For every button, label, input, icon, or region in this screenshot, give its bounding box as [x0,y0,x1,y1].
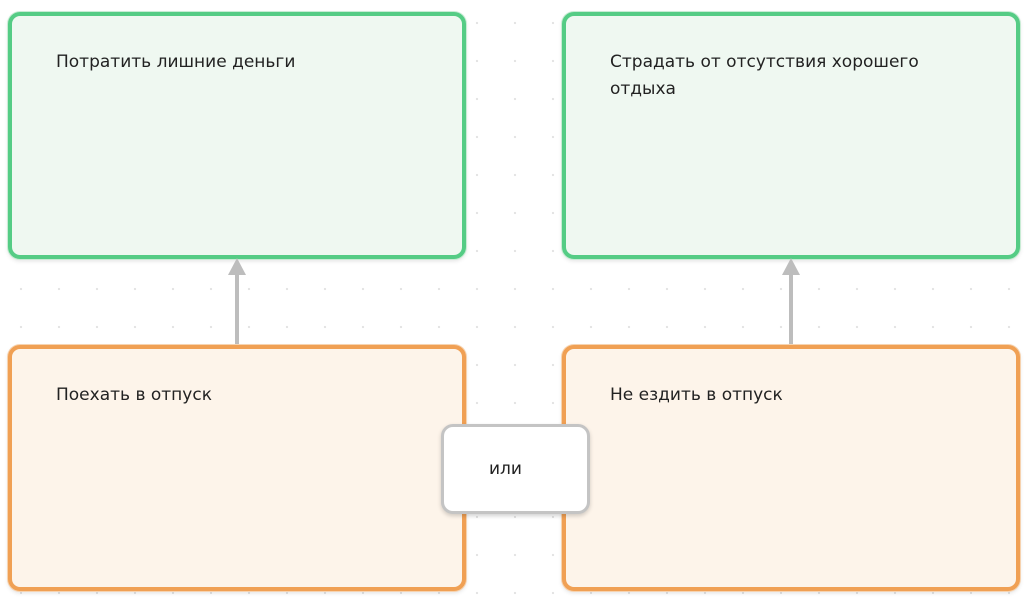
arrow-up-connector-right [782,258,800,344]
consequence-card-suffer-no-rest[interactable]: Страдать от отсутствия хорошего отдыха [562,12,1020,259]
consequence-card-spend-money[interactable]: Потратить лишние деньги [8,12,466,259]
consequence-card-suffer-no-rest-text: Страдать от отсутствия хорошего отдыха [610,52,919,99]
option-card-skip-vacation-text: Не ездить в отпуск [610,385,783,405]
or-connector-node[interactable]: или [441,424,590,514]
arrow-right-head [782,258,800,275]
option-card-skip-vacation[interactable]: Не ездить в отпуск [562,345,1020,591]
option-card-go-on-vacation-text: Поехать в отпуск [56,385,212,405]
arrow-left-head [228,258,246,275]
arrow-up-connector-left [228,258,246,344]
or-connector-label: или [489,459,522,479]
option-card-go-on-vacation[interactable]: Поехать в отпуск [8,345,466,591]
consequence-card-spend-money-text: Потратить лишние деньги [56,52,296,72]
